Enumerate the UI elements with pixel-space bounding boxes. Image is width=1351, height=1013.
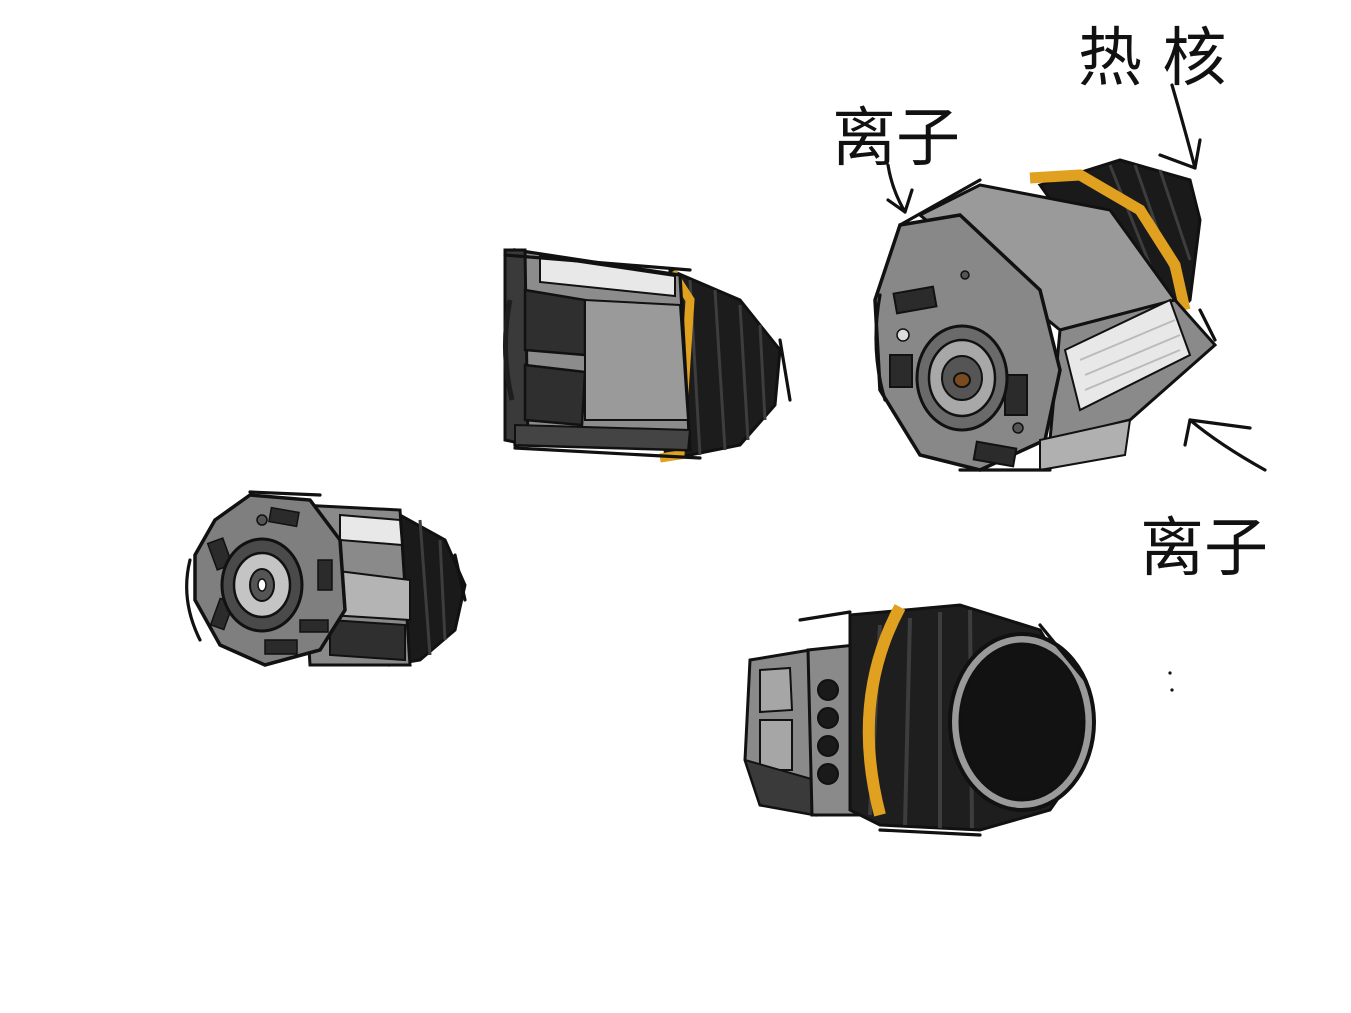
annotation-arrows [886, 83, 1267, 472]
thruster-nozzle-view [743, 603, 1174, 837]
thruster-rear-angle-view [185, 490, 467, 667]
label-hot-core: 热 核 [1078, 22, 1226, 96]
thruster-side-view [502, 248, 792, 463]
label-ion-bottom: 离子 [1140, 512, 1268, 586]
thruster-front-angle-view [873, 158, 1218, 472]
label-ion-top: 离子 [832, 102, 960, 176]
